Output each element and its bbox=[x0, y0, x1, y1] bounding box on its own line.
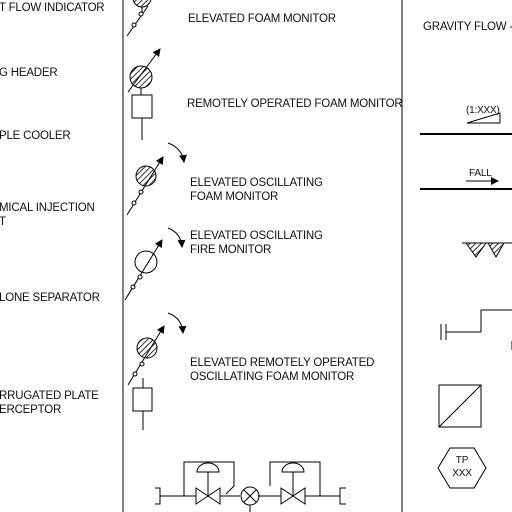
label-fall: FALL bbox=[469, 168, 492, 179]
elevated-foam-monitor-symbol bbox=[126, 0, 152, 37]
tie-point-line1: TP bbox=[455, 455, 469, 466]
label-elevated-oscillating-fire-monitor: ELEVATED OSCILLATING FIRE MONITOR bbox=[190, 230, 323, 256]
slope-line-symbol bbox=[420, 112, 512, 135]
tie-point-symbol bbox=[437, 447, 487, 489]
label-gravity-flow: GRAVITY FLOW - bbox=[423, 21, 512, 33]
elevated-oscillating-foam-monitor-symbol bbox=[126, 142, 187, 216]
diagonal-box-symbol bbox=[438, 384, 482, 428]
label-elevated-foam-monitor: ELEVATED FOAM MONITOR bbox=[188, 13, 336, 25]
tie-point-line2: XXX bbox=[452, 468, 472, 479]
elevated-oscillating-fire-monitor-symbol bbox=[124, 227, 186, 301]
left-label-header: G HEADER bbox=[0, 67, 58, 79]
elevated-remotely-operated-oscillating-foam-monitor-symbol bbox=[127, 312, 187, 430]
left-label-cooler: PLE COOLER bbox=[0, 130, 71, 142]
left-label-plate-interceptor: RRUGATED PLATE ERCEPTOR bbox=[0, 390, 99, 416]
label-slope-ratio: (1:XXX) bbox=[466, 105, 500, 116]
pipe-end-symbol bbox=[440, 309, 512, 350]
label-elevated-oscillating-foam-monitor: ELEVATED OSCILLATING FOAM MONITOR bbox=[190, 177, 323, 203]
label-remotely-operated-foam-monitor: REMOTELY OPERATED FOAM MONITOR bbox=[187, 98, 403, 110]
control-valve-assembly-symbol bbox=[155, 461, 346, 512]
remotely-operated-foam-monitor-symbol bbox=[127, 48, 161, 140]
left-label-flow-indicator: T FLOW INDICATOR bbox=[0, 2, 105, 14]
ground-hatch-symbol bbox=[462, 242, 512, 259]
left-label-chemical-injection: MICAL INJECTION T bbox=[0, 202, 95, 228]
left-label-separator: LONE SEPARATOR bbox=[0, 292, 100, 304]
fall-arrow-symbol bbox=[420, 177, 512, 190]
label-elevated-remotely-operated-oscillating-foam-monitor: ELEVATED REMOTELY OPERATED OSCILLATING F… bbox=[190, 357, 375, 383]
